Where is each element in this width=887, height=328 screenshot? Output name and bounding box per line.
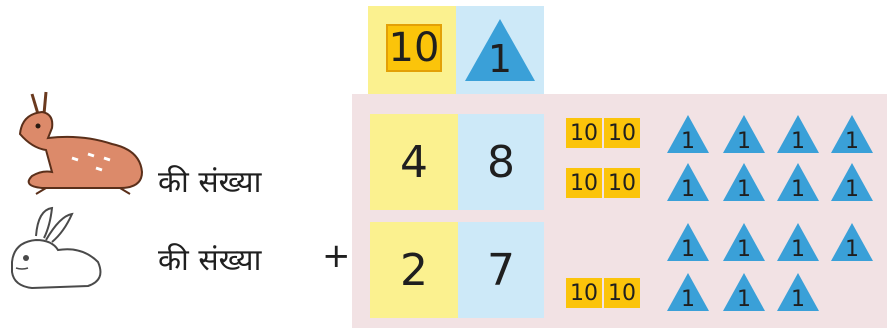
one-triangle: 1 (830, 114, 874, 154)
deer-ones-digit: 8 (458, 114, 544, 210)
tens-header-tile: 10 (386, 24, 442, 72)
ten-tile: 10 (566, 168, 602, 198)
one-triangle: 1 (722, 114, 766, 154)
rabbit-tens-digit: 2 (370, 222, 458, 318)
svg-text:1: 1 (791, 237, 805, 262)
svg-text:1: 1 (791, 177, 805, 202)
ten-tile: 10 (604, 278, 640, 308)
one-triangle: 1 (666, 222, 710, 262)
svg-text:1: 1 (737, 287, 751, 312)
svg-text:1: 1 (791, 129, 805, 154)
svg-text:1: 1 (845, 177, 859, 202)
svg-text:1: 1 (737, 177, 751, 202)
ten-tile: 10 (566, 118, 602, 148)
deer-tens-digit: 4 (370, 114, 458, 210)
plus-sign: + (322, 236, 351, 276)
one-triangle: 1 (776, 162, 820, 202)
svg-text:1: 1 (737, 129, 751, 154)
one-triangle: 1 (722, 222, 766, 262)
one-triangle: 1 (722, 162, 766, 202)
svg-text:1: 1 (681, 287, 695, 312)
one-triangle: 1 (776, 272, 820, 312)
svg-text:1: 1 (681, 129, 695, 154)
rabbit-count-label: की संख्या (158, 238, 261, 279)
rabbit-image (2, 206, 112, 296)
ones-header-triangle: 1 (462, 16, 538, 84)
one-triangle: 1 (666, 162, 710, 202)
deer-image (2, 88, 152, 198)
one-triangle: 1 (776, 114, 820, 154)
ten-tile: 10 (604, 168, 640, 198)
ten-tile: 10 (566, 278, 602, 308)
rabbit-ones-digit: 7 (458, 222, 544, 318)
svg-text:1: 1 (845, 129, 859, 154)
one-triangle: 1 (830, 222, 874, 262)
svg-text:1: 1 (681, 237, 695, 262)
one-triangle: 1 (722, 272, 766, 312)
ones-header-label: 1 (488, 37, 512, 81)
one-triangle: 1 (830, 162, 874, 202)
svg-text:1: 1 (845, 237, 859, 262)
svg-text:1: 1 (737, 237, 751, 262)
one-triangle: 1 (666, 114, 710, 154)
ten-tile: 10 (604, 118, 640, 148)
one-triangle: 1 (666, 272, 710, 312)
svg-text:1: 1 (791, 287, 805, 312)
deer-count-label: की संख्या (158, 160, 261, 201)
one-triangle: 1 (776, 222, 820, 262)
svg-text:1: 1 (681, 177, 695, 202)
